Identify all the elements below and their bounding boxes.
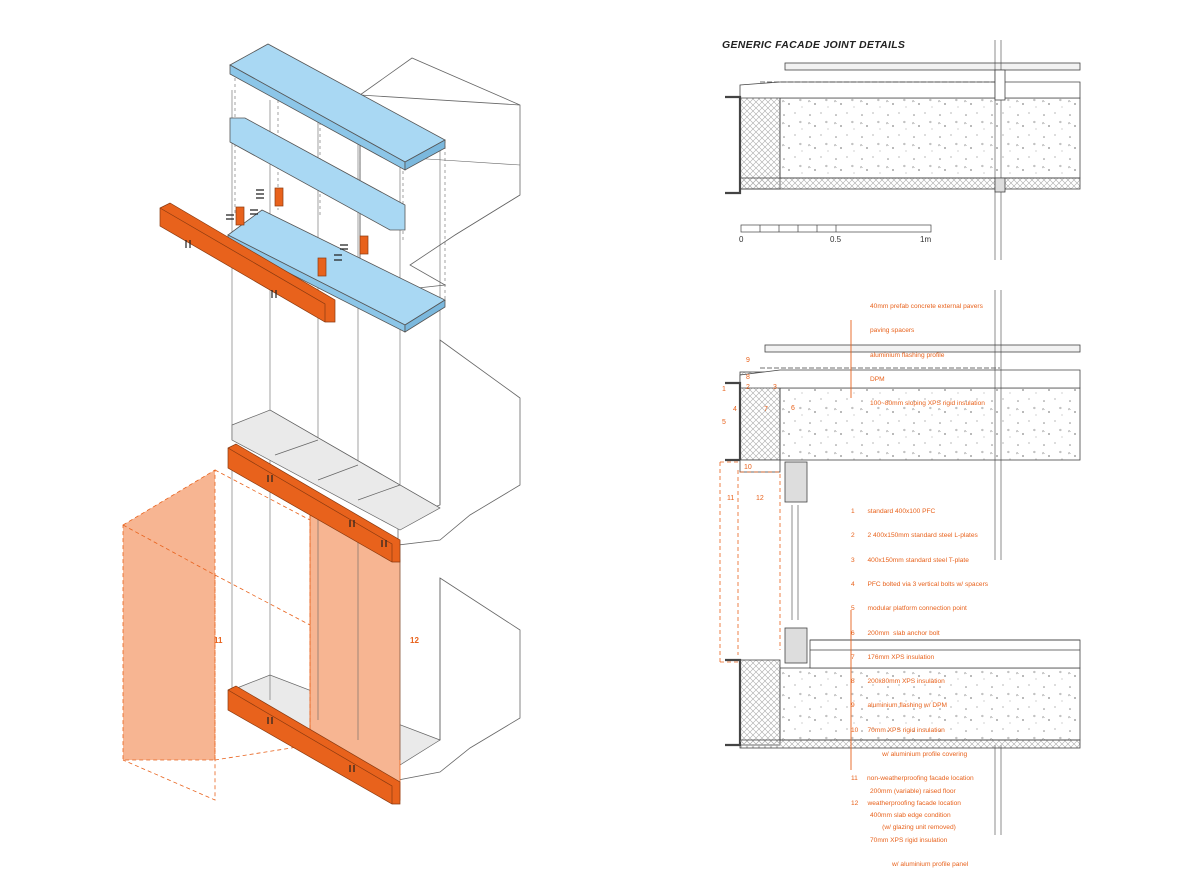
legend-line: 9 aluminium flashing w/ DPM: [851, 702, 948, 710]
callout-4: 4: [733, 406, 737, 413]
axon-label-11: 11: [214, 636, 223, 645]
steel-plate-4: [359, 235, 369, 255]
legend-line: 1 standard 400x100 PFC: [851, 508, 936, 516]
legend-line: 8 200x80mm XPS insulation: [851, 678, 945, 686]
callout-numbers: 1 2 3 4 5 6 7 8 9 10 11 12: [722, 357, 795, 502]
mullions: [231, 470, 401, 760]
detail-middle: [725, 290, 1081, 620]
bolt-marks: [185, 189, 348, 298]
outline-11: [719, 461, 739, 663]
callout-6: 6: [791, 405, 795, 412]
scale-0: 0: [739, 235, 744, 244]
note-top-line: paving spacers: [870, 327, 915, 335]
callout-2: 2: [746, 384, 750, 391]
callout-8: 8: [746, 374, 750, 381]
axonometric-drawing: 11 12: [122, 43, 521, 805]
note-top-line: 100~80mm sloping XPS rigid insulation: [870, 400, 985, 408]
axon-label-12: 12: [410, 636, 419, 645]
callout-9: 9: [746, 357, 750, 364]
legend-line: 4 PFC bolted via 3 vertical bolts w/ spa…: [851, 581, 989, 589]
diagram-canvas: GENERIC FACADE JOINT DETAILS: [122, 39, 1081, 868]
steel-plate-3: [317, 257, 327, 277]
legend-line: 3 400x150mm standard steel T-plate: [851, 556, 969, 564]
legend-line: w/ aluminium profile covering: [851, 751, 968, 758]
legend-line: 2 2 400x150mm standard steel L-plates: [851, 532, 978, 540]
legend-line: 12 weatherproofing facade location: [851, 799, 961, 807]
page-title: GENERIC FACADE JOINT DETAILS: [722, 39, 906, 51]
notes-top: 40mm prefab concrete external pavers pav…: [870, 287, 985, 417]
legend-line: 5 modular platform connection point: [851, 605, 967, 613]
legend-line: (w/ glazing unit removed): [851, 823, 956, 831]
note-bottom-line: 200mm (variable) raised floor: [870, 788, 956, 796]
detail-bottom: [725, 627, 1081, 835]
steel-plate-1: [235, 206, 245, 226]
legend-line: 10 70mm XPS rigid insulation: [851, 726, 945, 734]
raised-floor-band: [231, 409, 441, 531]
legend-line: 7 176mm XPS insulation: [851, 653, 935, 661]
note-top-line: aluminium flashing profile: [870, 351, 945, 359]
scale-bar: [740, 224, 932, 233]
callout-7: 7: [764, 406, 768, 413]
top-pfc-beam: [159, 202, 336, 323]
notes-legend: 1 standard 400x100 PFC 2 2 400x150mm sta…: [851, 492, 988, 840]
notes-bottom: 200mm (variable) raised floor 400mm slab…: [870, 772, 968, 877]
note-top-line: 40mm prefab concrete external pavers: [870, 303, 983, 311]
detail-top: [725, 40, 1081, 260]
callout-5: 5: [722, 419, 726, 426]
section-details: 0 0.5 1m 1 2 3 4 5: [719, 40, 1081, 835]
legend-line: 11 non-weatherproofing facade location: [851, 775, 974, 783]
legend-line: 6 200mm slab anchor bolt: [851, 629, 940, 637]
callout-1: 1: [722, 386, 726, 393]
note-bottom-line: 70mm XPS rigid insulation: [870, 836, 948, 844]
scale-05: 0.5: [830, 235, 842, 244]
callout-3: 3: [773, 384, 777, 391]
top-slab-underside: [411, 157, 521, 236]
steel-plate-2: [274, 187, 284, 207]
note-bottom-line: w/ aluminium profile panel: [870, 861, 969, 869]
blue-flashing-1: [229, 117, 406, 231]
callout-12: 12: [756, 495, 764, 502]
note-bottom-line: 400mm slab edge condition: [870, 812, 951, 820]
note-top-line: DPM: [870, 376, 885, 384]
panel-11: [122, 469, 216, 761]
callout-10: 10: [744, 464, 752, 471]
scale-1m: 1m: [920, 235, 931, 244]
callout-11: 11: [727, 495, 734, 502]
